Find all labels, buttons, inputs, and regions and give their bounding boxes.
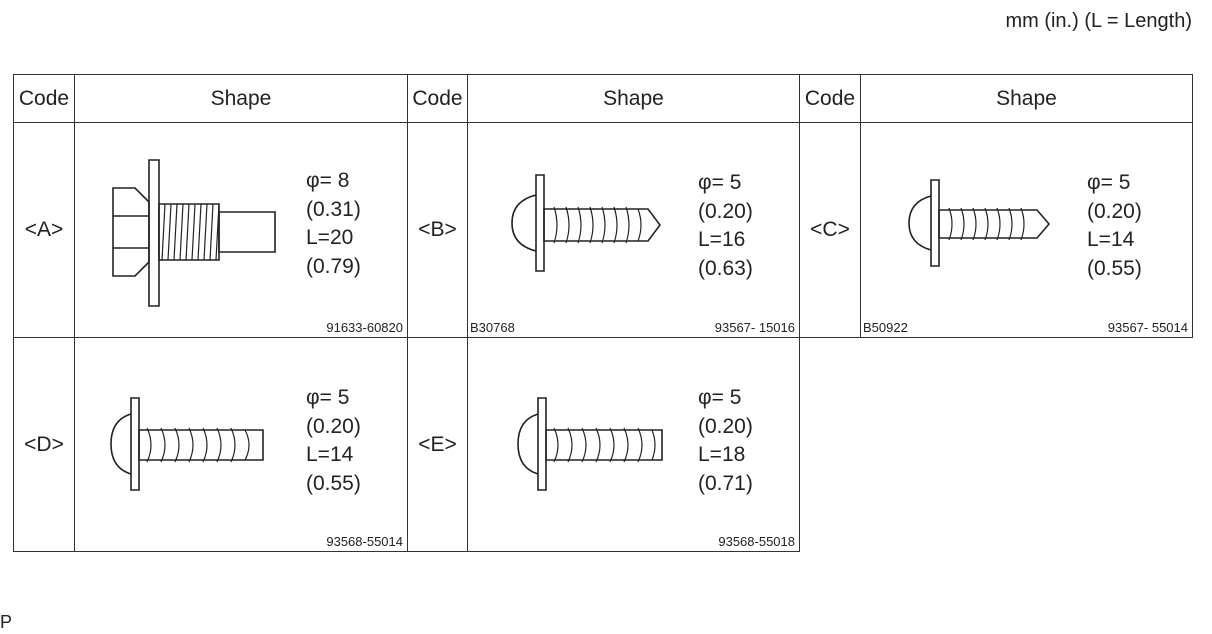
shape-cell-a: φ= 8 (0.31) L=20 (0.79) 91633-60820: [74, 122, 408, 338]
header-code-1: Code: [13, 74, 75, 123]
length-in: (0.79): [306, 254, 361, 278]
header-shape-1: Shape: [74, 74, 408, 123]
code-cell-a: <A>: [13, 122, 75, 338]
spec-d: φ= 5 (0.20) L=14 (0.55): [306, 384, 361, 498]
figure-ref-b: B30768: [470, 320, 515, 335]
part-number-d: 93568-55014: [326, 534, 403, 549]
diameter-mm: φ= 5: [1087, 171, 1131, 194]
code-cell-b: <B>: [407, 122, 468, 338]
spec-c: φ= 5 (0.20) L=14 (0.55): [1087, 169, 1142, 283]
diameter-mm: φ= 5: [306, 386, 350, 409]
diameter-in: (0.20): [1087, 199, 1142, 223]
length-mm: L=18: [698, 443, 746, 466]
diameter-mm: φ= 5: [698, 386, 742, 409]
code-cell-e: <E>: [407, 337, 468, 552]
length-mm: L=20: [306, 226, 354, 249]
units-note: mm (in.) (L = Length): [1005, 10, 1192, 32]
length-in: (0.55): [1087, 256, 1142, 280]
hex-flange-bolt-icon: [105, 158, 280, 308]
length-in: (0.63): [698, 256, 753, 280]
code-cell-c: <C>: [799, 122, 861, 338]
length-in: (0.55): [306, 471, 361, 495]
diameter-in: (0.20): [306, 414, 361, 438]
tapping-screw-icon: [905, 178, 1055, 268]
diameter-mm: φ= 5: [698, 171, 742, 194]
part-number-c: 93567- 55014: [1107, 320, 1188, 335]
length-mm: L=14: [306, 443, 354, 466]
shape-cell-d: φ= 5 (0.20) L=14 (0.55) 93568-55014: [74, 337, 408, 552]
length-mm: L=16: [698, 228, 746, 251]
diameter-in: (0.31): [306, 197, 361, 221]
shape-cell-e: φ= 5 (0.20) L=18 (0.71) 93568-55018: [467, 337, 800, 552]
length-in: (0.71): [698, 471, 753, 495]
diameter-in: (0.20): [698, 414, 753, 438]
spec-b: φ= 5 (0.20) L=16 (0.63): [698, 169, 753, 283]
code-cell-d: <D>: [13, 337, 75, 552]
diameter-in: (0.20): [698, 199, 753, 223]
figure-ref-c: B50922: [863, 320, 908, 335]
spec-e: φ= 5 (0.20) L=18 (0.71): [698, 384, 753, 498]
shape-cell-c: φ= 5 (0.20) L=14 (0.55) B50922 93567- 55…: [860, 122, 1193, 338]
part-number-b: 93567- 15016: [714, 320, 795, 335]
diameter-mm: φ= 8: [306, 169, 350, 192]
page-marker: P: [0, 612, 13, 632]
header-code-2: Code: [407, 74, 468, 123]
tapping-screw-icon: [508, 173, 668, 273]
header-code-3: Code: [799, 74, 861, 123]
header-shape-3: Shape: [860, 74, 1193, 123]
part-number-a: 91633-60820: [326, 320, 403, 335]
shape-cell-b: φ= 5 (0.20) L=16 (0.63) B30768 93567- 15…: [467, 122, 800, 338]
pan-head-screw-icon: [109, 396, 269, 496]
header-shape-2: Shape: [467, 74, 800, 123]
length-mm: L=14: [1087, 228, 1135, 251]
pan-head-screw-icon: [516, 396, 666, 496]
spec-a: φ= 8 (0.31) L=20 (0.79): [306, 167, 361, 281]
part-number-e: 93568-55018: [718, 534, 795, 549]
